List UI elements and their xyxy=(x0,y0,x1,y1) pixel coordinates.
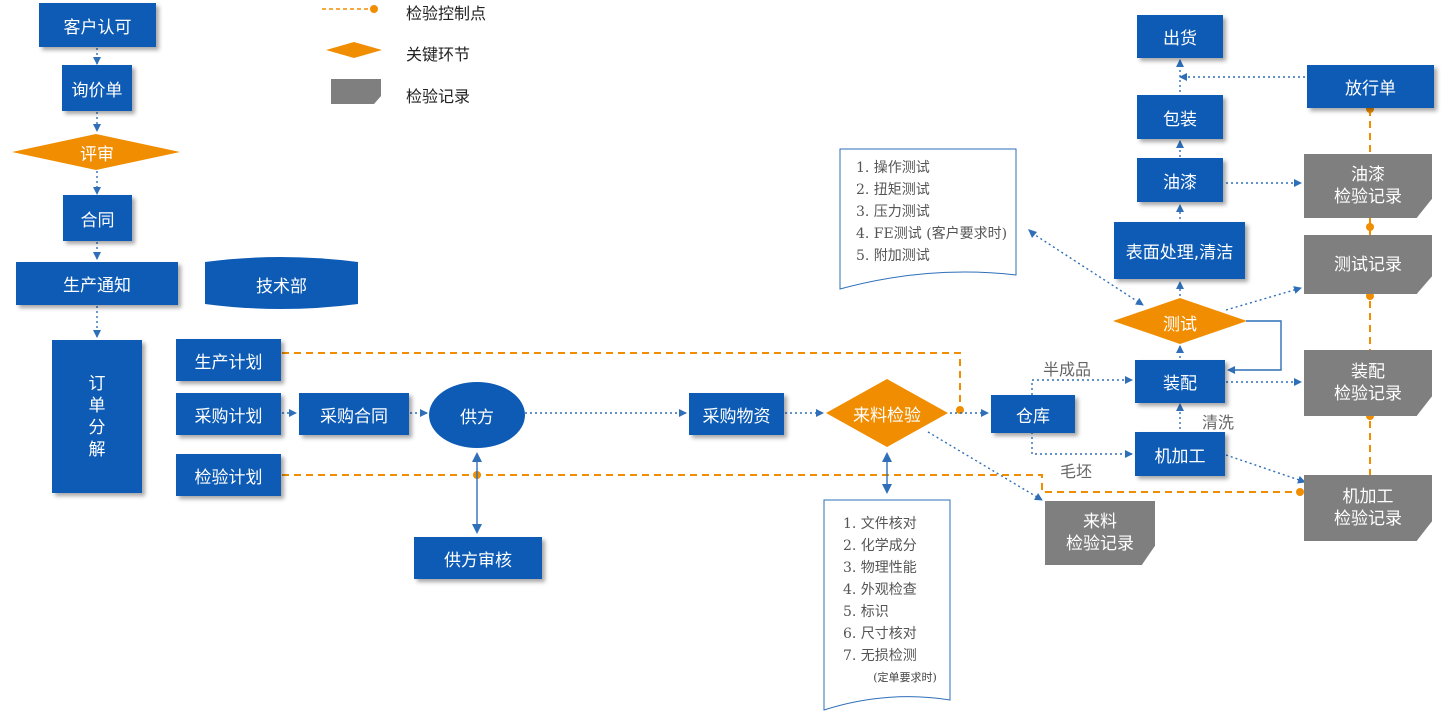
customer-approval-box[interactable]: 客户认可 xyxy=(39,3,156,47)
review-label: 评审 xyxy=(80,144,114,165)
test-item: 1. 操作测试 xyxy=(856,160,930,176)
legend-diamond xyxy=(326,42,382,58)
warehouse-box[interactable]: 仓库 xyxy=(991,395,1075,433)
legend-record-label: 检验记录 xyxy=(406,87,471,106)
release-note-box[interactable]: 放行单 xyxy=(1307,65,1434,108)
test-item: 4. FE测试 (客户要求时) xyxy=(856,226,1008,242)
test-item: 5. 附加测试 xyxy=(856,248,930,264)
test-item: 2. 扭矩测试 xyxy=(856,182,930,198)
testing-diamond[interactable] xyxy=(1113,298,1247,344)
record-line: 来料 xyxy=(1083,512,1117,532)
tech-dept-banner[interactable] xyxy=(205,257,358,309)
supplier-label: 供方 xyxy=(460,407,494,428)
supplier-ellipse[interactable] xyxy=(429,382,525,448)
inspection-plan-box[interactable]: 检验计划 xyxy=(176,454,281,496)
incoming-item: 5. 标识 xyxy=(843,604,889,620)
incoming-item: 7. 无损检测 xyxy=(843,648,917,664)
test-item: 3. 压力测试 xyxy=(856,204,930,220)
incoming-inspection-label: 来料检验 xyxy=(853,405,921,426)
shipment-box[interactable]: 出货 xyxy=(1137,15,1223,58)
record-line: 测试记录 xyxy=(1334,254,1402,275)
production-notice-box[interactable]: 生产通知 xyxy=(16,262,178,305)
order-char-1: 订 xyxy=(88,373,106,394)
incoming-item: 2. 化学成分 xyxy=(843,538,917,554)
blank-label: 毛坯 xyxy=(1060,462,1093,481)
flow-arrows xyxy=(93,48,1306,501)
incoming-item: 1. 文件核对 xyxy=(843,516,917,532)
record-line: 机加工 xyxy=(1342,487,1394,507)
purchase-plan-box[interactable]: 采购计划 xyxy=(176,393,281,435)
test-items-note: 1. 操作测试 2. 扭矩测试 3. 压力测试 4. FE测试 (客户要求时) … xyxy=(856,157,1016,267)
machining-record-box[interactable]: 机加工 检验记录 xyxy=(1304,475,1432,541)
painting-box[interactable]: 油漆 xyxy=(1137,158,1223,202)
contract-box[interactable]: 合同 xyxy=(63,195,132,241)
test-items-paper xyxy=(839,148,1017,290)
cleaning-label: 清洗 xyxy=(1202,413,1235,432)
order-char-3: 分 xyxy=(88,417,106,438)
record-line: 检验记录 xyxy=(1334,384,1402,404)
incoming-item: 3. 物理性能 xyxy=(843,560,917,576)
packaging-box[interactable]: 包装 xyxy=(1137,95,1223,139)
record-line: 检验记录 xyxy=(1334,187,1402,207)
incoming-items-note: 1. 文件核对 2. 化学成分 3. 物理性能 4. 外观检查 5. 标识 6.… xyxy=(843,513,953,689)
record-line: 检验记录 xyxy=(1066,534,1134,554)
incoming-item: 4. 外观检查 xyxy=(843,582,917,598)
test-record-box[interactable]: 测试记录 xyxy=(1304,235,1432,294)
record-line: 检验记录 xyxy=(1334,509,1402,529)
order-char-2: 单 xyxy=(88,395,106,416)
incoming-item-note: (定单要求时) xyxy=(873,671,937,684)
review-diamond[interactable] xyxy=(12,134,180,170)
incoming-items-paper xyxy=(823,499,951,711)
assembly-box[interactable]: 装配 xyxy=(1135,360,1225,403)
machining-box[interactable]: 机加工 xyxy=(1135,432,1225,476)
tech-dept-label: 技术部 xyxy=(256,276,307,297)
legend-dot xyxy=(370,5,378,13)
incoming-record-box[interactable]: 来料 检验记录 xyxy=(1045,501,1155,565)
purchase-contract-box[interactable]: 采购合同 xyxy=(299,393,409,435)
production-plan-box[interactable]: 生产计划 xyxy=(176,339,281,381)
legend-record-shape xyxy=(331,79,381,104)
testing-label: 测试 xyxy=(1163,314,1197,335)
incoming-inspection-diamond[interactable] xyxy=(826,379,948,447)
inquiry-box[interactable]: 询价单 xyxy=(62,65,132,111)
record-line: 油漆 xyxy=(1351,165,1385,185)
semi-finished-label: 半成品 xyxy=(1043,360,1092,379)
incoming-item: 6. 尺寸核对 xyxy=(843,626,917,642)
surface-treatment-box[interactable]: 表面处理,清洁 xyxy=(1114,222,1245,279)
order-breakdown-box[interactable]: 订 单 分 解 xyxy=(52,340,142,493)
legend-key-step-label: 关键环节 xyxy=(406,45,471,64)
supplier-audit-box[interactable]: 供方审核 xyxy=(414,537,542,579)
purchased-materials-box[interactable]: 采购物资 xyxy=(689,393,784,435)
paint-record-box[interactable]: 油漆 检验记录 xyxy=(1304,154,1432,218)
assembly-record-box[interactable]: 装配 检验记录 xyxy=(1304,350,1432,416)
record-line: 装配 xyxy=(1351,362,1385,382)
legend-inspection-point-label: 检验控制点 xyxy=(406,4,487,23)
order-char-4: 解 xyxy=(88,439,106,460)
